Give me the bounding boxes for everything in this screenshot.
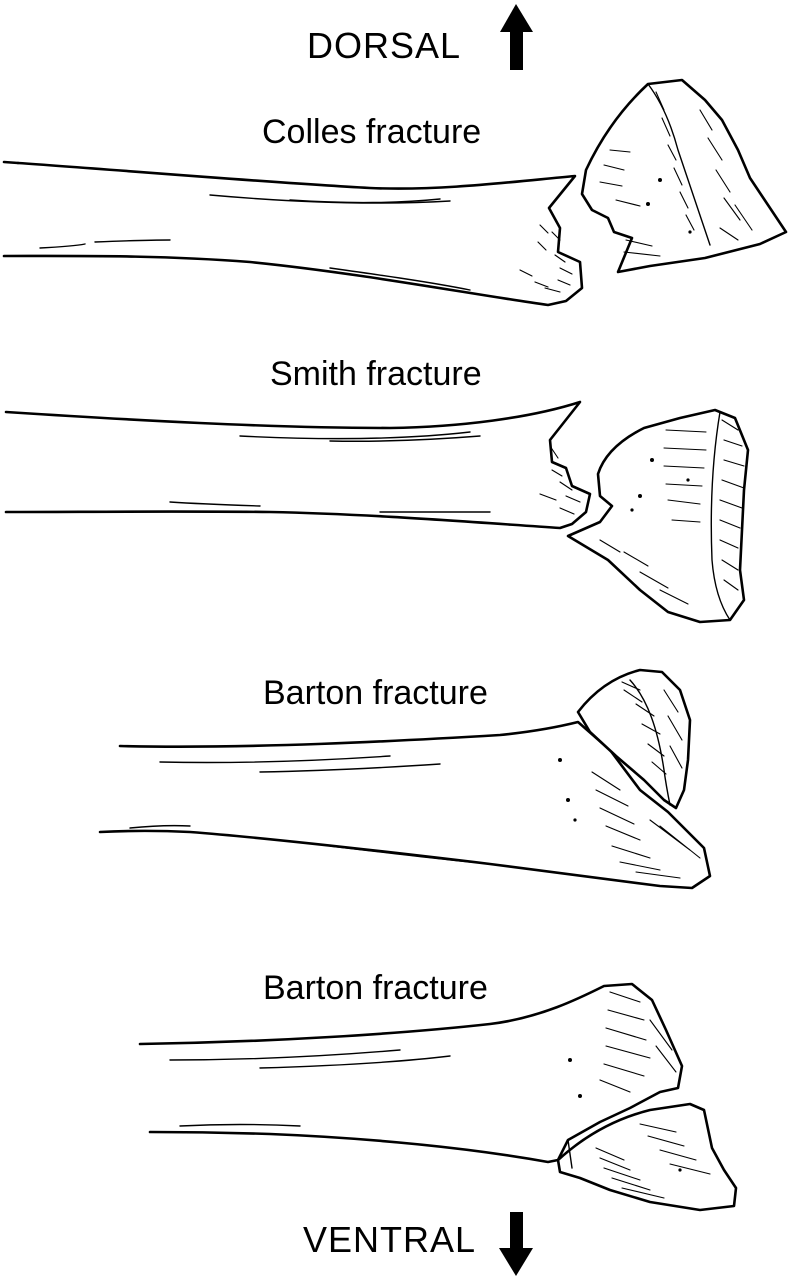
- barton-ventral-radius: [138, 982, 684, 1164]
- smith-distal-fragment: [566, 408, 750, 624]
- barton-dorsal-fragment: [576, 668, 692, 810]
- ventral-label: VENTRAL: [303, 1219, 477, 1260]
- smith-fracture-label: Smith fracture: [270, 355, 482, 393]
- barton-dorsal-radius: [98, 720, 712, 890]
- colles-radius-shaft: [2, 160, 584, 307]
- barton-fracture-ventral-label: Barton fracture: [263, 969, 488, 1007]
- smith-radius-shaft: [4, 400, 592, 530]
- colles-distal-fragment: [580, 78, 788, 274]
- barton-ventral-fragment: [556, 1102, 738, 1212]
- arrow-down-icon: [499, 1212, 533, 1276]
- colles-fracture-label: Colles fracture: [262, 113, 482, 151]
- arrow-up-icon: [500, 4, 533, 70]
- dorsal-label: DORSAL: [307, 25, 462, 66]
- barton-fracture-dorsal-label: Barton fracture: [263, 674, 488, 712]
